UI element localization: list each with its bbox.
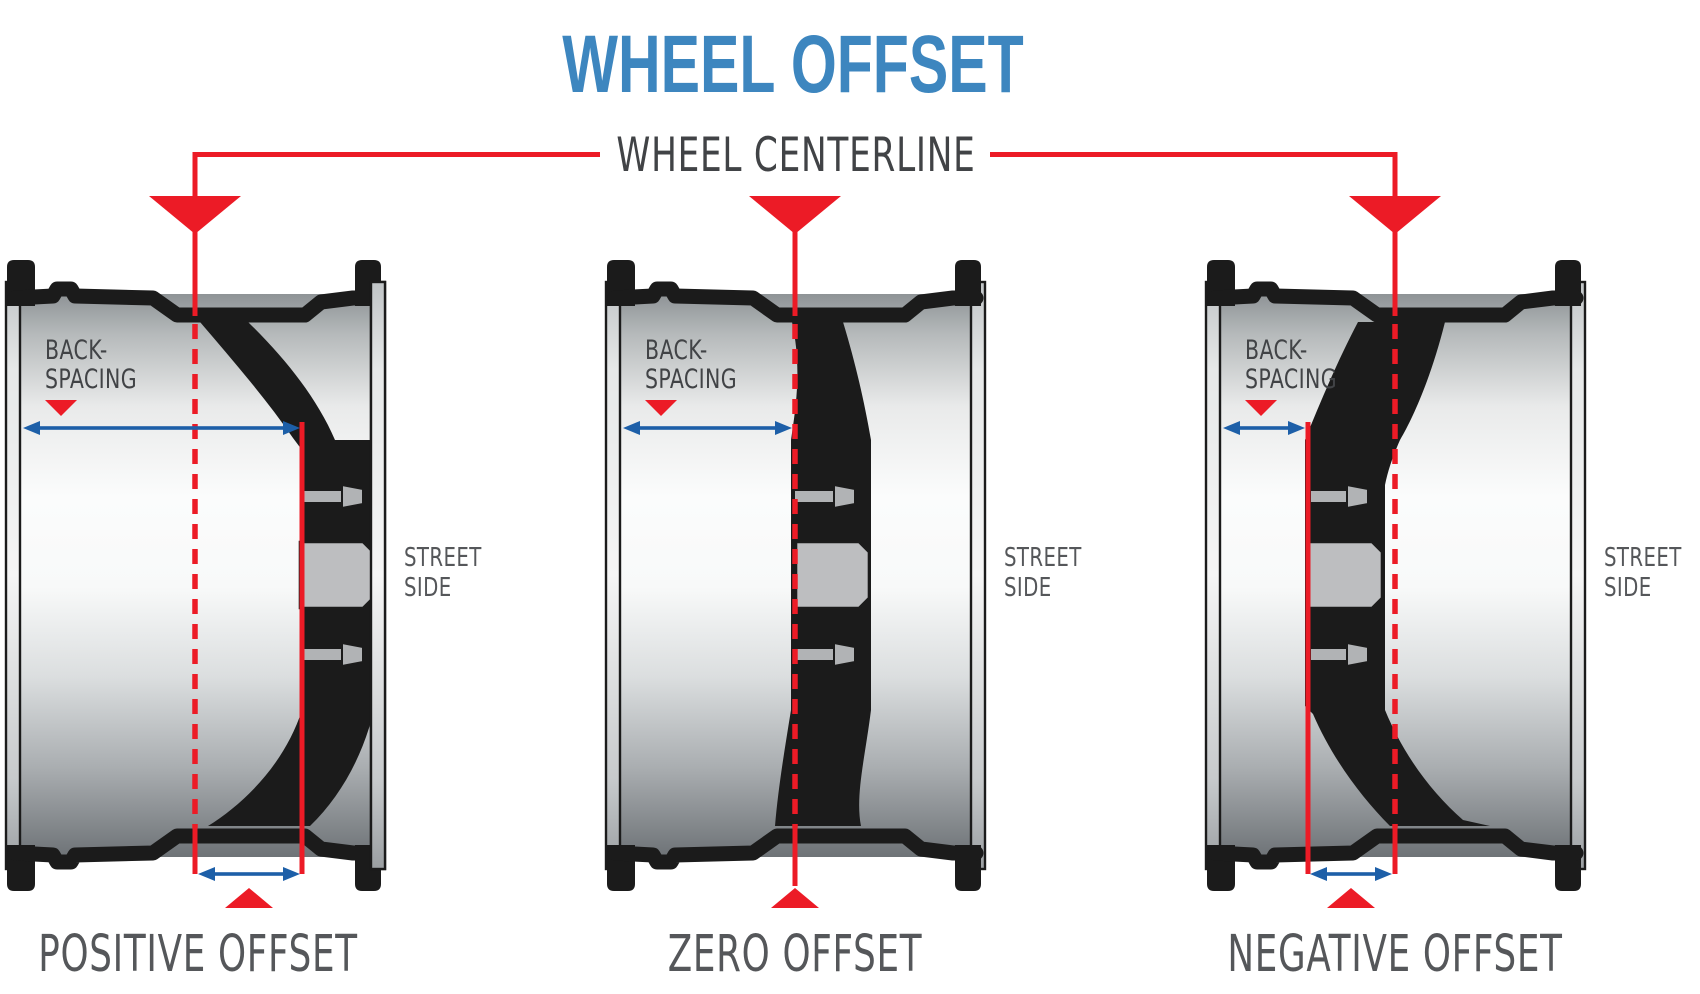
centerline-drop-left [192, 152, 198, 198]
centerline-marker-icon [749, 196, 841, 234]
backspacing-label-line2: SPACING [45, 364, 138, 395]
street-side-label: STREET SIDE [404, 543, 482, 603]
wheel-centerline-label: WHEEL CENTERLINE [616, 128, 976, 183]
backspacing-label-line1: BACK- [1245, 335, 1308, 366]
mounting-surface-line [792, 828, 798, 886]
offset-marker-icon [1327, 888, 1375, 908]
backspacing-label-line1: BACK- [45, 335, 108, 366]
backspacing-label-line2: SPACING [1245, 364, 1338, 395]
mounting-surface-line [299, 422, 305, 874]
offset-marker-icon [225, 888, 273, 908]
offset-arrow [198, 867, 300, 881]
lug-nut-top [341, 483, 364, 510]
lug-nut-bottom [341, 641, 364, 668]
street-side-label: STREET SIDE [1004, 543, 1082, 603]
wheel-centerline-connector [192, 152, 1398, 198]
negative-offset-wheel-graphic [1206, 196, 1585, 908]
street-side-label-line1: STREET [1604, 543, 1682, 573]
street-side-label-line2: SIDE [1004, 573, 1052, 603]
page-title: WHEEL OFFSET [562, 19, 1024, 110]
lug-nut-bottom [833, 641, 856, 668]
backspacing-label: BACK- SPACING [1245, 336, 1337, 394]
backspacing-label: BACK- SPACING [45, 336, 137, 394]
lug-stud-top [793, 489, 835, 504]
backspacing-arrow [1223, 421, 1305, 435]
zero-offset-title: ZERO OFFSET [667, 925, 923, 984]
positive-offset-title: POSITIVE OFFSET [38, 925, 358, 984]
backspacing-label-line2: SPACING [645, 364, 738, 395]
centerline-bottom-stub [1392, 828, 1398, 874]
offset-marker-icon [771, 888, 819, 908]
backspacing-label: BACK- SPACING [645, 336, 737, 394]
lug-stud-top [301, 489, 343, 504]
lug-stud-top [1309, 489, 1348, 504]
backspacing-marker-icon [45, 400, 77, 416]
street-side-label-line1: STREET [1004, 543, 1082, 573]
centerline-stem [1392, 230, 1398, 316]
centerline-bottom-stub [192, 828, 198, 874]
lug-stud-bottom [1309, 647, 1348, 662]
hub-mounting-pad [298, 540, 375, 610]
centerline-connector-left [195, 152, 600, 157]
lug-nut-bottom [1346, 641, 1369, 668]
street-side-label-line2: SIDE [404, 573, 452, 603]
centerline-marker-icon [1349, 196, 1441, 234]
backspacing-marker-icon [645, 400, 677, 416]
centerline-marker-icon [149, 196, 241, 234]
offset-arrow [1310, 867, 1392, 881]
lug-nut-top [1346, 483, 1369, 510]
backspacing-arrow [623, 421, 792, 435]
backspacing-arrow [23, 421, 300, 435]
street-side-label: STREET SIDE [1604, 543, 1682, 603]
positive-offset-wheel-graphic [6, 196, 385, 908]
centerline-connector-right [990, 152, 1395, 157]
hub-mounting-pad [1307, 540, 1384, 610]
street-side-label-line1: STREET [404, 543, 482, 573]
lug-stud-bottom [793, 647, 835, 662]
centerline-stem [192, 230, 198, 316]
rim-lip-right [369, 280, 387, 871]
backspacing-marker-icon [1245, 400, 1277, 416]
centerline-drop-right [1392, 152, 1398, 198]
zero-offset-wheel-graphic [606, 196, 985, 908]
lug-stud-bottom [301, 647, 343, 662]
lug-nut-top [833, 483, 856, 510]
mounting-surface-line [1305, 422, 1311, 874]
street-side-label-line2: SIDE [1604, 573, 1652, 603]
backspacing-label-line1: BACK- [645, 335, 708, 366]
hub-mounting-pad [794, 540, 871, 610]
centerline-stem [792, 230, 798, 316]
negative-offset-title: NEGATIVE OFFSET [1227, 925, 1563, 984]
wheel-spoke [200, 322, 373, 826]
wheel-spoke [1305, 322, 1490, 826]
